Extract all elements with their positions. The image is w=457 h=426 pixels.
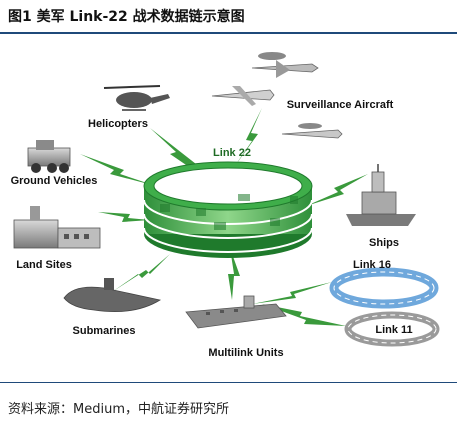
label-land-sites: Land Sites [16, 259, 72, 271]
label-helicopters: Helicopters [88, 118, 148, 130]
label-submarines: Submarines [73, 325, 136, 337]
bolt-submarines [112, 254, 170, 292]
surveillance-aircraft-icon [211, 52, 343, 139]
link22-ring-stack [143, 161, 313, 258]
bolt-multilink [228, 248, 240, 300]
ground-vehicle-icon [27, 140, 71, 173]
bolt-ground [80, 154, 156, 186]
bottom-divider [0, 382, 457, 383]
link22-diagram: Link 22 Helicopters Surveillance Aircraf… [11, 52, 440, 359]
source-note: 资料来源：Medium，中航证券研究所 [8, 402, 229, 417]
multilink-unit-icon [185, 295, 287, 329]
link11-ring [344, 311, 440, 347]
top-divider [0, 32, 457, 34]
label-ships: Ships [369, 237, 399, 249]
center-label: Link 22 [213, 147, 251, 159]
bolt-ships [306, 174, 368, 206]
helicopter-icon [103, 85, 170, 111]
link16-ring [329, 267, 439, 309]
bolt-link16 [252, 282, 332, 304]
bolt-land [98, 212, 150, 222]
submarine-icon [63, 278, 162, 312]
label-link16: Link 16 [353, 259, 391, 271]
figure-title: 图1 美军 Link-22 战术数据链示意图 [8, 9, 245, 25]
label-multilink: Multilink Units [208, 347, 283, 359]
ship-icon [346, 164, 416, 226]
label-ground-vehicles: Ground Vehicles [11, 175, 98, 187]
label-link11: Link 11 [375, 324, 412, 336]
bolt-surveillance [232, 108, 262, 170]
land-site-icon [13, 206, 101, 249]
label-surveillance: Surveillance Aircraft [287, 99, 394, 111]
bolt-link11 [262, 304, 346, 326]
bolt-helicopters [150, 128, 214, 184]
link-bolts [80, 108, 368, 326]
